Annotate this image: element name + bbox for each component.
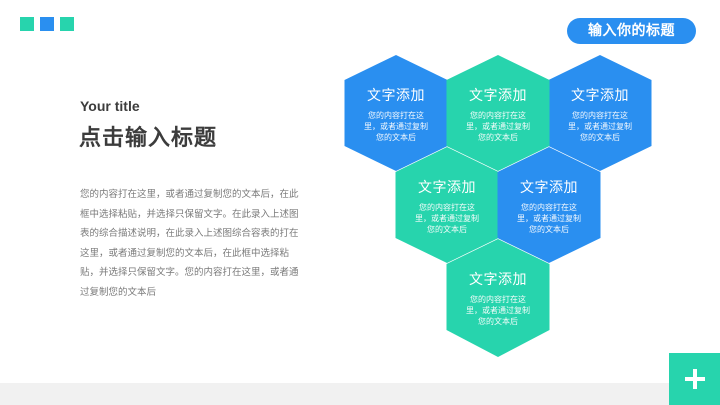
- hexagon-desc: 您的内容打在这里，或者通过复制您的文本后: [568, 111, 632, 142]
- hexagon-desc: 您的内容打在这里，或者通过复制您的文本后: [364, 111, 428, 142]
- hexagon-3-label: 文字添加 您的内容打在这里，或者通过复制您的文本后: [550, 87, 650, 143]
- hexagon-title: 文字添加: [520, 180, 578, 196]
- hexagon-1: [344, 55, 448, 171]
- hexagon-title: 文字添加: [418, 180, 476, 196]
- hexagon-title: 文字添加: [469, 272, 527, 288]
- hexagon-4: [395, 147, 499, 263]
- hexagon-desc: 您的内容打在这里，或者通过复制您的文本后: [466, 111, 530, 142]
- hexagon-6: [446, 239, 550, 357]
- hexagon-2: [446, 55, 550, 171]
- hexagon-desc: 您的内容打在这里，或者通过复制您的文本后: [517, 203, 581, 234]
- hexagon-desc: 您的内容打在这里，或者通过复制您的文本后: [466, 295, 530, 326]
- header-title-pill[interactable]: 输入你的标题: [567, 18, 696, 44]
- subtitle: Your title: [80, 98, 140, 114]
- decor-square: [40, 17, 54, 31]
- hexagon-title: 文字添加: [571, 88, 629, 104]
- body-text: 您的内容打在这里，或者通过复制您的文本后，在此框中选择粘贴，并选择只保留文字。在…: [80, 189, 299, 298]
- hexagon-2-label: 文字添加 您的内容打在这里，或者通过复制您的文本后: [448, 87, 548, 143]
- hexagon-6-label: 文字添加 您的内容打在这里，或者通过复制您的文本后: [448, 271, 548, 327]
- decor-square: [20, 17, 34, 31]
- page-title: 点击输入标题: [79, 126, 218, 151]
- hexagon-5-label: 文字添加 您的内容打在这里，或者通过复制您的文本后: [499, 179, 599, 235]
- decor-squares: [20, 17, 74, 31]
- add-button[interactable]: [669, 353, 720, 405]
- hexagon-desc: 您的内容打在这里，或者通过复制您的文本后: [415, 203, 479, 234]
- hexagon-5: [497, 147, 601, 263]
- hexagon-3: [548, 55, 652, 171]
- plus-icon: [684, 369, 705, 389]
- footer-bar: [0, 383, 720, 405]
- decor-square: [60, 17, 74, 31]
- hexagon-1-label: 文字添加 您的内容打在这里，或者通过复制您的文本后: [346, 87, 446, 143]
- hexagon-title: 文字添加: [469, 88, 527, 104]
- hexagon-4-label: 文字添加 您的内容打在这里，或者通过复制您的文本后: [397, 179, 497, 235]
- hexagon-title: 文字添加: [367, 88, 425, 104]
